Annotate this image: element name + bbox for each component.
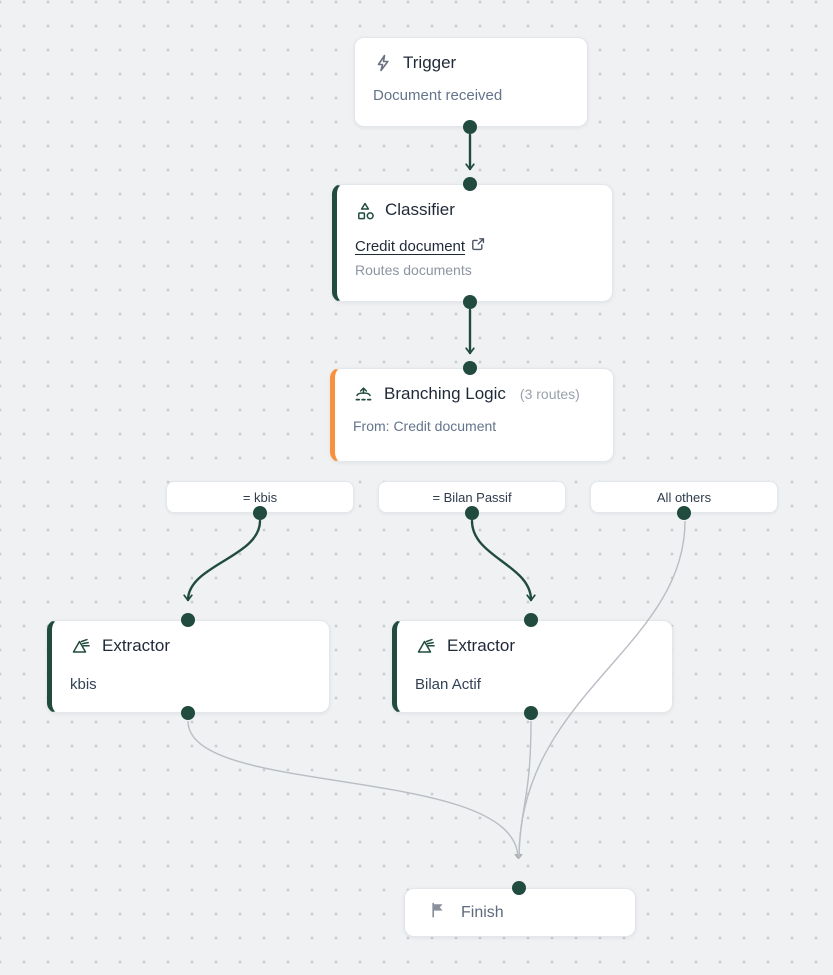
prism-icon [415, 636, 437, 656]
handle-extractor-kbis-out[interactable] [181, 706, 195, 720]
lightning-icon [373, 53, 393, 73]
handle-route-all-others-out[interactable] [677, 506, 691, 520]
handle-route-bilan-passif-out[interactable] [465, 506, 479, 520]
node-classifier[interactable]: Classifier Credit document Routes docume… [332, 184, 613, 302]
node-title: Trigger [403, 53, 457, 72]
handle-extractor-kbis-in[interactable] [181, 613, 195, 627]
handle-classifier-out[interactable] [463, 295, 477, 309]
edge-all-others-to-finish[interactable] [518, 520, 686, 859]
node-title: Extractor [447, 636, 516, 655]
route-label: = kbis [242, 489, 278, 505]
handle-extractor-bilan-in[interactable] [524, 613, 538, 627]
node-title: Classifier [385, 200, 455, 220]
edge-extractor-kbis-to-finish[interactable] [187, 720, 522, 859]
node-subtitle: Routes documents [355, 262, 472, 278]
node-extractor-kbis[interactable]: Extractor kbis [47, 620, 330, 713]
external-link-icon [471, 237, 485, 255]
branch-merge-icon [353, 384, 374, 404]
node-title: Finish [461, 903, 504, 921]
node-branching-logic[interactable]: Branching Logic (3 routes) From: Credit … [330, 368, 614, 462]
node-title: Branching Logic [384, 384, 506, 403]
link-label: Credit document [355, 237, 466, 255]
edge-bilan-route-to-extractor[interactable] [470, 519, 536, 602]
route-label: All others [656, 489, 712, 505]
flag-icon [429, 901, 447, 924]
handle-branching-in[interactable] [463, 361, 477, 375]
shapes-icon [355, 200, 375, 221]
handle-route-kbis-out[interactable] [253, 506, 267, 520]
node-extractor-bilan-actif[interactable]: Extractor Bilan Actif [392, 620, 673, 713]
node-subtitle: Bilan Actif [415, 676, 481, 694]
route-label: = Bilan Passif [432, 489, 512, 505]
node-subtitle: From: Credit document [353, 418, 497, 435]
prism-icon [70, 636, 92, 656]
node-finish[interactable]: Finish [404, 888, 636, 937]
handle-classifier-in[interactable] [463, 177, 477, 191]
handle-trigger-out[interactable] [463, 120, 477, 134]
handle-extractor-bilan-out[interactable] [524, 706, 538, 720]
handle-finish-in[interactable] [512, 881, 526, 895]
edge-kbis-route-to-extractor[interactable] [183, 519, 262, 602]
node-title: Extractor [102, 636, 171, 655]
node-trigger[interactable]: Trigger Document received [354, 37, 588, 127]
routes-count-badge: (3 routes) [519, 385, 580, 402]
classifier-document-link[interactable]: Credit document [355, 237, 485, 255]
node-subtitle: kbis [70, 676, 97, 694]
node-subtitle: Document received [373, 87, 503, 105]
